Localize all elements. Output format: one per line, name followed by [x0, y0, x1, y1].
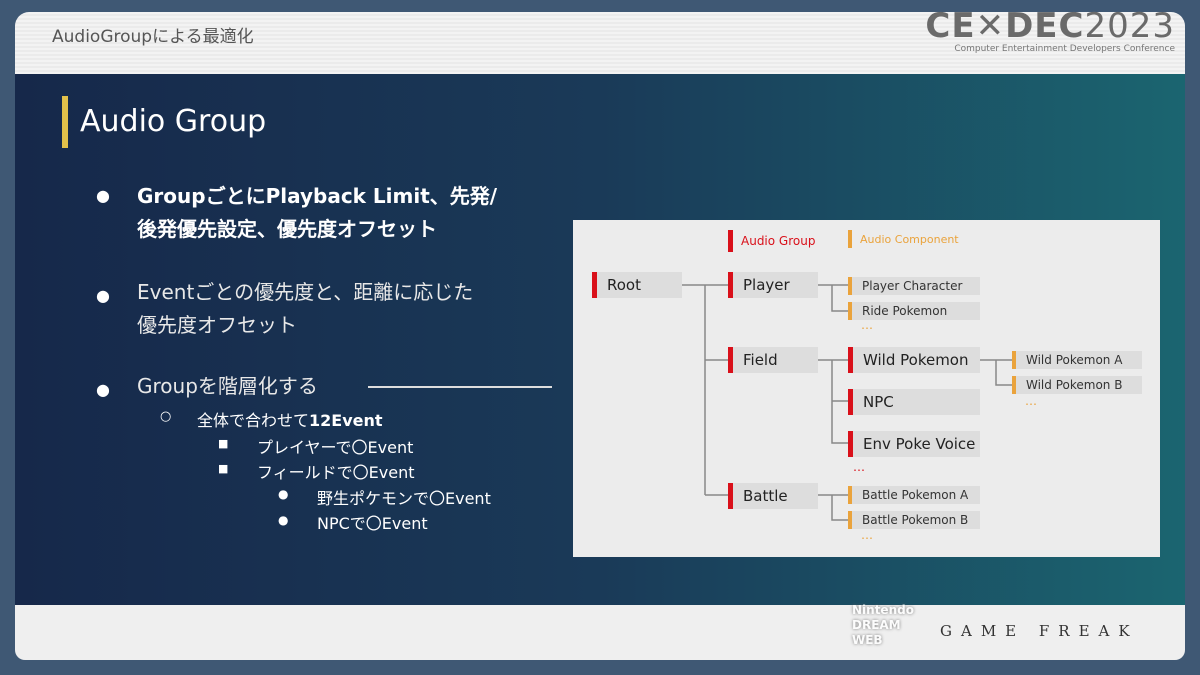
legend-audio-group: Audio Group: [728, 230, 815, 252]
square-bullet-icon: ■: [218, 462, 229, 475]
watermark: Nintendo DREAM WEB: [852, 603, 914, 647]
node-battle-pokemon-a: Battle Pokemon A: [848, 486, 980, 504]
bullet-icon: ●: [96, 286, 110, 305]
square-bullet-icon: ■: [218, 437, 229, 450]
node-battle: Battle: [728, 483, 818, 509]
sub3-bullet: NPCで〇Event: [317, 514, 428, 533]
node-root: Root: [592, 272, 682, 298]
node-battle-pokemon-b: Battle Pokemon B: [848, 511, 980, 529]
bullet-icon: ●: [278, 513, 289, 527]
ellipsis: …: [853, 460, 867, 474]
node-wild-pokemon-a: Wild Pokemon A: [1012, 351, 1142, 369]
node-player-character: Player Character: [848, 277, 980, 295]
connector-lines: [682, 284, 1012, 521]
bullet-1: GroupごとにPlayback Limit、先発/ 後発優先設定、優先度オフセ…: [137, 184, 498, 241]
slide-footer: [15, 605, 1185, 660]
sub-bullet: 全体で合わせて12Event: [197, 411, 383, 430]
bullet-icon: ●: [96, 186, 110, 205]
title-accent: [62, 96, 68, 148]
node-wild-pokemon: Wild Pokemon: [848, 347, 980, 373]
node-player: Player: [728, 272, 818, 298]
header-title: AudioGroupによる最適化: [52, 27, 254, 47]
node-ride-pokemon: Ride Pokemon: [848, 302, 980, 320]
divider-line: [368, 386, 552, 388]
circle-bullet-icon: ○: [160, 409, 172, 424]
audio-group-diagram: Audio Group Audio Component Root Player …: [573, 220, 1160, 557]
legend-audio-component: Audio Component: [848, 230, 959, 248]
bullet-icon: ●: [96, 380, 110, 399]
bullet-3: Groupを階層化する: [137, 374, 318, 398]
ellipsis: …: [1025, 394, 1039, 408]
ellipsis: …: [861, 318, 875, 332]
node-wild-pokemon-b: Wild Pokemon B: [1012, 376, 1142, 394]
sub2-bullet: フィールドで〇Event: [257, 463, 415, 482]
sub3-bullet: 野生ポケモンで〇Event: [317, 489, 491, 508]
sub2-bullet: プレイヤーで〇Event: [257, 438, 414, 457]
slide-title: Audio Group: [80, 104, 267, 139]
node-npc: NPC: [848, 389, 980, 415]
bullet-2: Eventごとの優先度と、距離に応じた 優先度オフセット: [137, 280, 474, 337]
bullet-icon: ●: [278, 487, 289, 501]
game-freak-logo: GAME FREAK: [940, 622, 1139, 640]
slide-header: [15, 12, 1185, 74]
ellipsis: …: [861, 528, 875, 542]
node-field: Field: [728, 347, 818, 373]
cedec-logo: CE✕DEC2023 Computer Entertainment Develo…: [925, 6, 1175, 54]
node-env-poke-voice: Env Poke Voice: [848, 431, 980, 457]
